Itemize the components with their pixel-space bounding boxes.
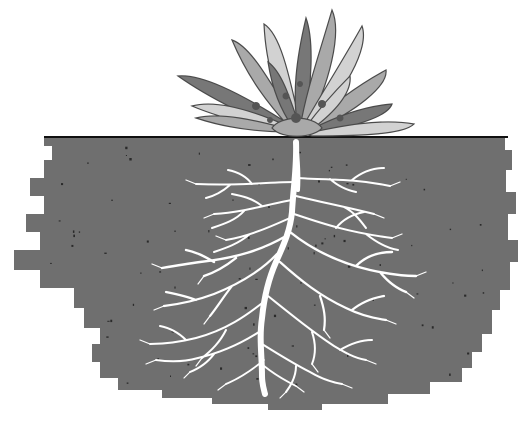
soil-speck [169, 203, 171, 204]
soil-speck [73, 230, 75, 233]
soil-speck [174, 231, 176, 232]
plant-rosette [178, 10, 414, 136]
soil-speck [417, 293, 419, 294]
soil-speck [220, 367, 222, 369]
soil-speck [104, 253, 106, 254]
soil-speck [334, 235, 335, 237]
soil-speck [321, 242, 323, 244]
soil-speck [348, 266, 350, 268]
soil-speck [288, 247, 289, 249]
soil-speck [452, 282, 453, 283]
soil-speck [464, 295, 466, 297]
soil-speck [255, 279, 257, 280]
soil-speck [296, 225, 297, 227]
soil-speck [147, 241, 149, 243]
soil-speck [140, 273, 142, 274]
soil-speck [406, 179, 407, 180]
soil-speck [248, 164, 251, 166]
soil-speck [127, 383, 129, 384]
soil-speck [232, 200, 234, 201]
soil-speck [467, 353, 469, 355]
soil-speck [480, 224, 482, 226]
soil-speck [59, 220, 61, 221]
leaf-spot [337, 115, 344, 122]
soil-speck [174, 287, 175, 289]
soil-speck [199, 153, 200, 155]
soil-speck [106, 336, 108, 337]
leaf-spot [267, 117, 273, 123]
soil-mass [14, 138, 518, 410]
soil-speck [253, 353, 255, 354]
soil-speck [300, 152, 302, 154]
soil-speck [450, 229, 451, 230]
soil-speck [268, 206, 270, 208]
soil-speck [482, 270, 483, 272]
soil-speck [380, 264, 381, 266]
soil-speck [411, 245, 412, 246]
soil-speck [274, 315, 276, 317]
leaf-spot [297, 81, 303, 87]
soil-speck [126, 155, 127, 156]
leaf-spot [283, 93, 290, 100]
soil-speck [71, 245, 73, 247]
soil-speck [129, 158, 131, 161]
soil-speck [245, 307, 247, 309]
soil-speck [107, 321, 109, 322]
soil-speck [255, 355, 257, 357]
soil-speck [314, 252, 315, 255]
soil-speck [344, 240, 346, 242]
soil-speck [329, 170, 330, 172]
leaf-spot [318, 100, 326, 108]
soil-speck [208, 230, 209, 232]
soil-speck [111, 200, 113, 201]
soil-speck [352, 184, 354, 186]
soil-speck [133, 304, 134, 306]
soil-speck [239, 278, 241, 279]
soil-speck [170, 376, 171, 378]
soil-speck [347, 183, 349, 184]
soil-speck [159, 271, 161, 272]
soil-speck [248, 347, 250, 349]
soil-speck [87, 162, 88, 164]
soil-speck [125, 147, 127, 150]
soil-speck [253, 323, 255, 325]
soil-speck [422, 324, 424, 326]
soil-speck [73, 235, 75, 238]
soil-speck [318, 180, 320, 182]
soil-speck [187, 364, 189, 366]
soil-speck [346, 164, 348, 165]
soil-speck [432, 326, 434, 328]
soil-speck [483, 292, 485, 294]
soil-speck [110, 320, 112, 322]
soil-speck [315, 245, 316, 247]
soil-layer [14, 138, 518, 410]
soil-speck [300, 282, 301, 284]
soil-speck [424, 189, 426, 191]
soil-speck [331, 167, 333, 168]
soil-speck [449, 374, 451, 376]
soil-speck [292, 345, 294, 346]
leaf-spot [252, 102, 260, 110]
soil-speck [272, 159, 273, 161]
soil-speck [50, 263, 52, 264]
leaf-spot [291, 113, 301, 123]
soil-speck [325, 238, 326, 239]
soil-speck [79, 231, 80, 232]
soil-speck [249, 268, 250, 270]
soil-speck [314, 305, 316, 306]
soil-speck [256, 378, 258, 380]
soil-speck [248, 237, 250, 239]
taproot-upper [296, 142, 298, 190]
soil-speck [61, 183, 63, 185]
